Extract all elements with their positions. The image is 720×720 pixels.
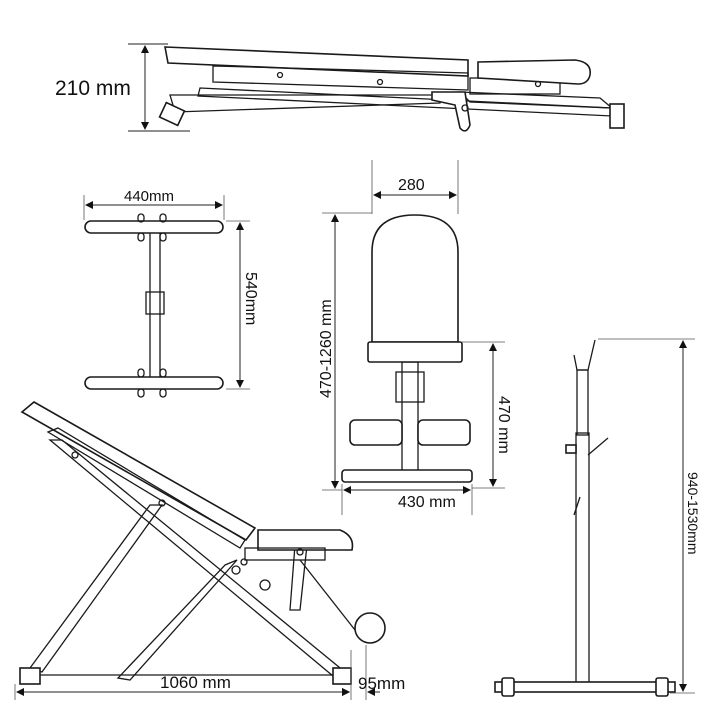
front-base-width-label: 430 mm bbox=[398, 494, 456, 511]
incline-side-view: 1060 mm 95mm bbox=[14, 401, 405, 700]
top-view: 440mm 540mm bbox=[83, 188, 259, 398]
top-length-label: 540mm bbox=[242, 272, 259, 325]
top-width-label: 440mm bbox=[124, 188, 174, 205]
incline-length-label: 1060 mm bbox=[160, 673, 231, 692]
incline-offset-label: 95mm bbox=[358, 674, 405, 693]
front-view: 280 470-1260 mm 470 mm 430 mm bbox=[318, 160, 512, 515]
stand-view: 940-1530mm bbox=[494, 338, 701, 697]
front-seat-height-label: 470 mm bbox=[495, 396, 512, 454]
stand-height-label: 940-1530mm bbox=[685, 472, 701, 555]
front-total-height-label: 470-1260 mm bbox=[318, 299, 335, 398]
folded-height-label: 210 mm bbox=[55, 77, 131, 100]
front-pad-width-label: 280 bbox=[398, 177, 425, 194]
folded-side-view: 210 mm bbox=[55, 43, 625, 132]
